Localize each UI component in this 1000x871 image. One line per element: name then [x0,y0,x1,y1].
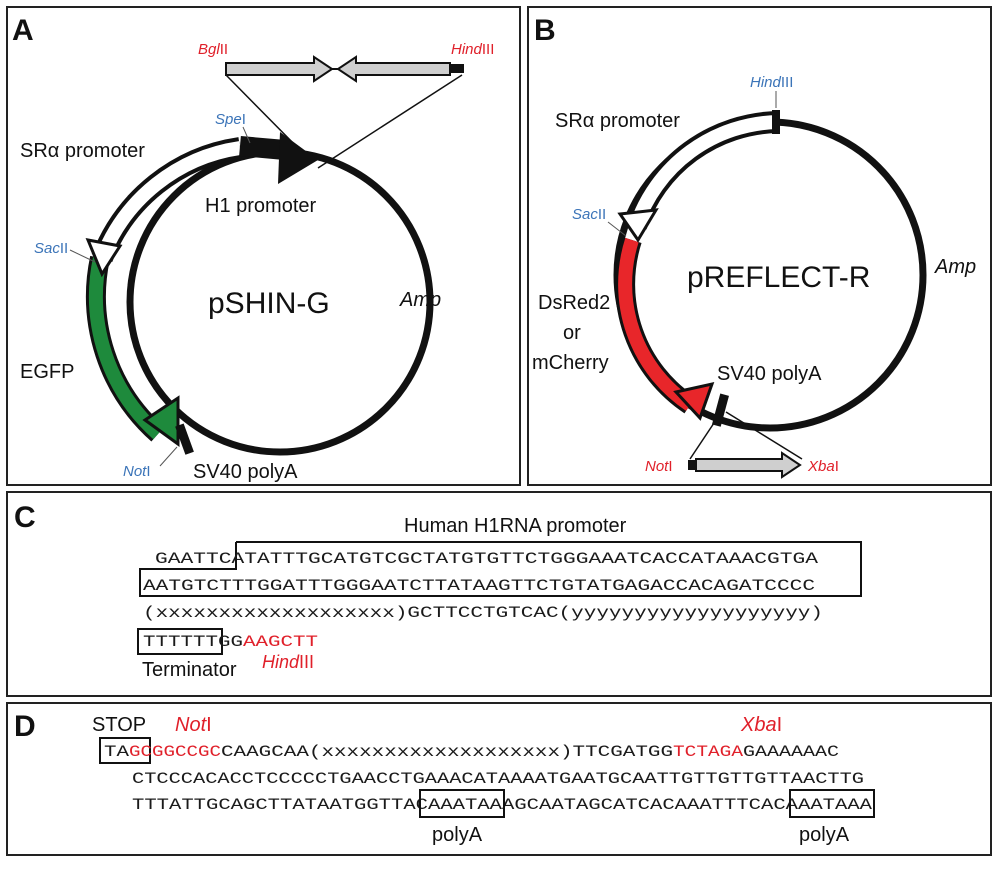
noti-leader-a [159,446,178,467]
terminator-box [137,628,223,655]
seq-c-line3: (xxxxxxxxxxxxxxxxxxx)GCTTCCTGTCAC(yyyyyy… [143,604,823,622]
site-bglii-a: BglII [198,41,228,58]
cassette-arrow-b [695,451,802,479]
cassette-guide-right-b [725,411,803,460]
sv40-label-a: SV40 polyA [193,461,298,483]
dsred-arrowhead [673,381,715,421]
seq-d-line3: TTTATTGCAGCTTATAATGGTTACAAATAAAGCAATAGCA… [132,796,873,814]
site-noti-b: NotI [645,458,673,475]
amp-label-b: Amp [934,256,976,278]
noti-label-d: NotI [175,714,212,736]
h1rna-promoter-title: Human H1RNA promoter [404,515,627,537]
dsred-arc [618,237,694,411]
panel-d: D STOP NotI XbaI TAGCGGCCGCCAAGCAA(xxxxx… [6,702,992,856]
site-sacii-b: SacII [572,206,606,223]
plasmid-name-b: pREFLECT-R [687,261,870,294]
h1-promoter-bar [239,136,286,160]
sr-promoter-label-b: SRα promoter [555,110,680,132]
cassette-guide-left-b [689,419,717,460]
dsred-label-line3: mCherry [532,352,609,374]
panel-a-frame [6,6,521,486]
panel-c: C Human H1RNA promoter GAATTCATATTTGCATG… [6,491,992,697]
polya-label-2: polyA [799,824,850,846]
cassette-terminator-block [450,64,464,73]
egfp-arrowhead [142,395,180,447]
stop-codon-box [99,737,151,764]
seq-c-line4: TTTTTTGGAAGCTT [143,633,318,651]
sacii-leader-a [69,249,96,263]
panel-b-letter: B [534,14,556,47]
sr-promoter-arc-b [629,115,779,229]
egfp-label: EGFP [20,361,74,383]
site-xbai-b: XbaI [807,458,839,475]
site-hindiii-a: HindIII [451,41,494,58]
panel-b-frame [527,6,992,486]
site-noti-a: NotI [123,463,151,480]
polya-box-2 [789,789,875,818]
polya-label-1: polyA [432,824,483,846]
cassette-guide-left [225,74,299,149]
cassette-block-b [688,460,696,470]
sr-promoter-arrowhead-a [85,238,123,278]
panel-a: A BglII HindIII SpeI SacII NotI S [6,6,521,486]
sacii-leader-b [607,221,627,237]
sv40-label-b: SV40 polyA [717,363,822,385]
sr-promoter-arrowhead-b [617,208,659,243]
sr-promoter-arc-a [95,141,242,261]
spei-leader [242,126,251,144]
panel-a-letter: A [12,14,34,47]
seq-c-line1: GAATTCATATTTGCATGTCGCTATGTGTTCTGGGAAATCA… [155,550,819,568]
cassette-arrow-forward [225,55,334,83]
hindiii-block-b [772,110,780,134]
seq-c-line2: AATGTCTTTGGATTTGGGAATCTTATAAGTTCTGTATGAG… [143,577,815,595]
seq-d-line1: TAGCGGCCGCCAAGCAA(xxxxxxxxxxxxxxxxxxx)TT… [104,743,839,761]
amp-label-a: Amp [399,289,441,311]
hindiii-label-c: HindIII [262,652,314,672]
site-spei-a: SpeI [215,111,246,128]
panel-c-frame [6,491,992,697]
sr-promoter-label-a: SRα promoter [20,140,145,162]
panel-d-letter: D [14,710,36,743]
panel-d-frame [6,702,992,856]
cassette-guide-right [317,74,463,169]
cassette-arrow-reverse [336,55,451,83]
panel-b: B HindIII SacII NotI XbaI SRα promoter p… [527,6,992,486]
h1-promoter-arrowhead [278,132,318,184]
polya-box-1 [419,789,505,818]
dsred-label-line2: or [563,322,581,344]
h1-promoter-label: H1 promoter [205,195,316,217]
h1rna-promoter-box [139,541,862,597]
stop-label: STOP [92,714,146,736]
dsred-label-line1: DsRed2 [538,292,610,314]
site-sacii-a: SacII [34,240,68,257]
sv40-polya-block-b [711,393,729,427]
plasmid-name-a: pSHIN-G [208,287,330,320]
seq-d-line2: CTCCCACACCTCCCCCTGAACCTGAAACATAAAATGAATG… [132,770,864,788]
panel-c-letter: C [14,501,36,534]
egfp-arc [89,256,163,440]
xbai-label-d: XbaI [740,714,782,736]
site-hindiii-b: HindIII [750,74,793,91]
terminator-label: Terminator [142,659,237,681]
sv40-polya-block-a [175,423,194,455]
